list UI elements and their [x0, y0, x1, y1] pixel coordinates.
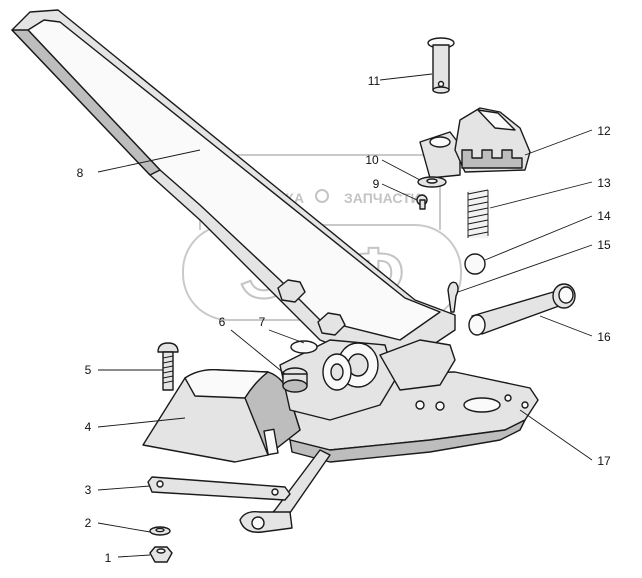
callout-1: 1 [105, 551, 112, 565]
housing-part-4 [142, 368, 301, 463]
callout-11: 11 [368, 74, 381, 88]
hinge-bracket [279, 339, 456, 421]
callout-12: 12 [597, 124, 611, 138]
roller-part-6 [282, 367, 308, 393]
bolts-on-lever [277, 279, 346, 336]
watermark-gear-icon [315, 189, 329, 203]
callout-labels: 1 2 3 4 5 6 7 8 9 10 11 12 13 14 15 16 1… [77, 74, 611, 565]
callout-14: 14 [597, 209, 611, 223]
plate-part-3 [147, 476, 291, 501]
washer-part-10 [417, 176, 447, 188]
nut-part-1 [149, 546, 173, 563]
callout-13: 13 [597, 176, 611, 190]
callout-6: 6 [219, 315, 226, 329]
leader-lines [97, 73, 593, 558]
callout-3: 3 [85, 483, 92, 497]
screw-part-5 [157, 342, 179, 391]
axle-pin-part-16 [468, 283, 576, 336]
callout-10: 10 [365, 153, 379, 167]
screw-part-9 [416, 194, 428, 210]
callout-4: 4 [85, 420, 92, 434]
toothed-cam-part-12 [419, 107, 531, 179]
callout-7: 7 [259, 315, 266, 329]
washer-part-2 [149, 526, 171, 536]
spring-part-13 [467, 189, 489, 238]
callout-9: 9 [373, 177, 380, 191]
watermark-top-right: ЗАПЧАСТИ [344, 190, 421, 206]
callout-8: 8 [77, 166, 84, 180]
cotter-pin-part-15 [447, 281, 459, 313]
callout-5: 5 [85, 363, 92, 377]
callout-2: 2 [85, 516, 92, 530]
callout-16: 16 [597, 330, 611, 344]
pin-head-part-7 [290, 340, 318, 354]
callout-15: 15 [597, 238, 611, 252]
pin-part-11 [427, 37, 455, 94]
ball-part-14 [464, 253, 486, 275]
callout-17: 17 [597, 454, 611, 468]
pedal-lever-part-8 [11, 9, 456, 371]
link-rod [239, 449, 331, 533]
